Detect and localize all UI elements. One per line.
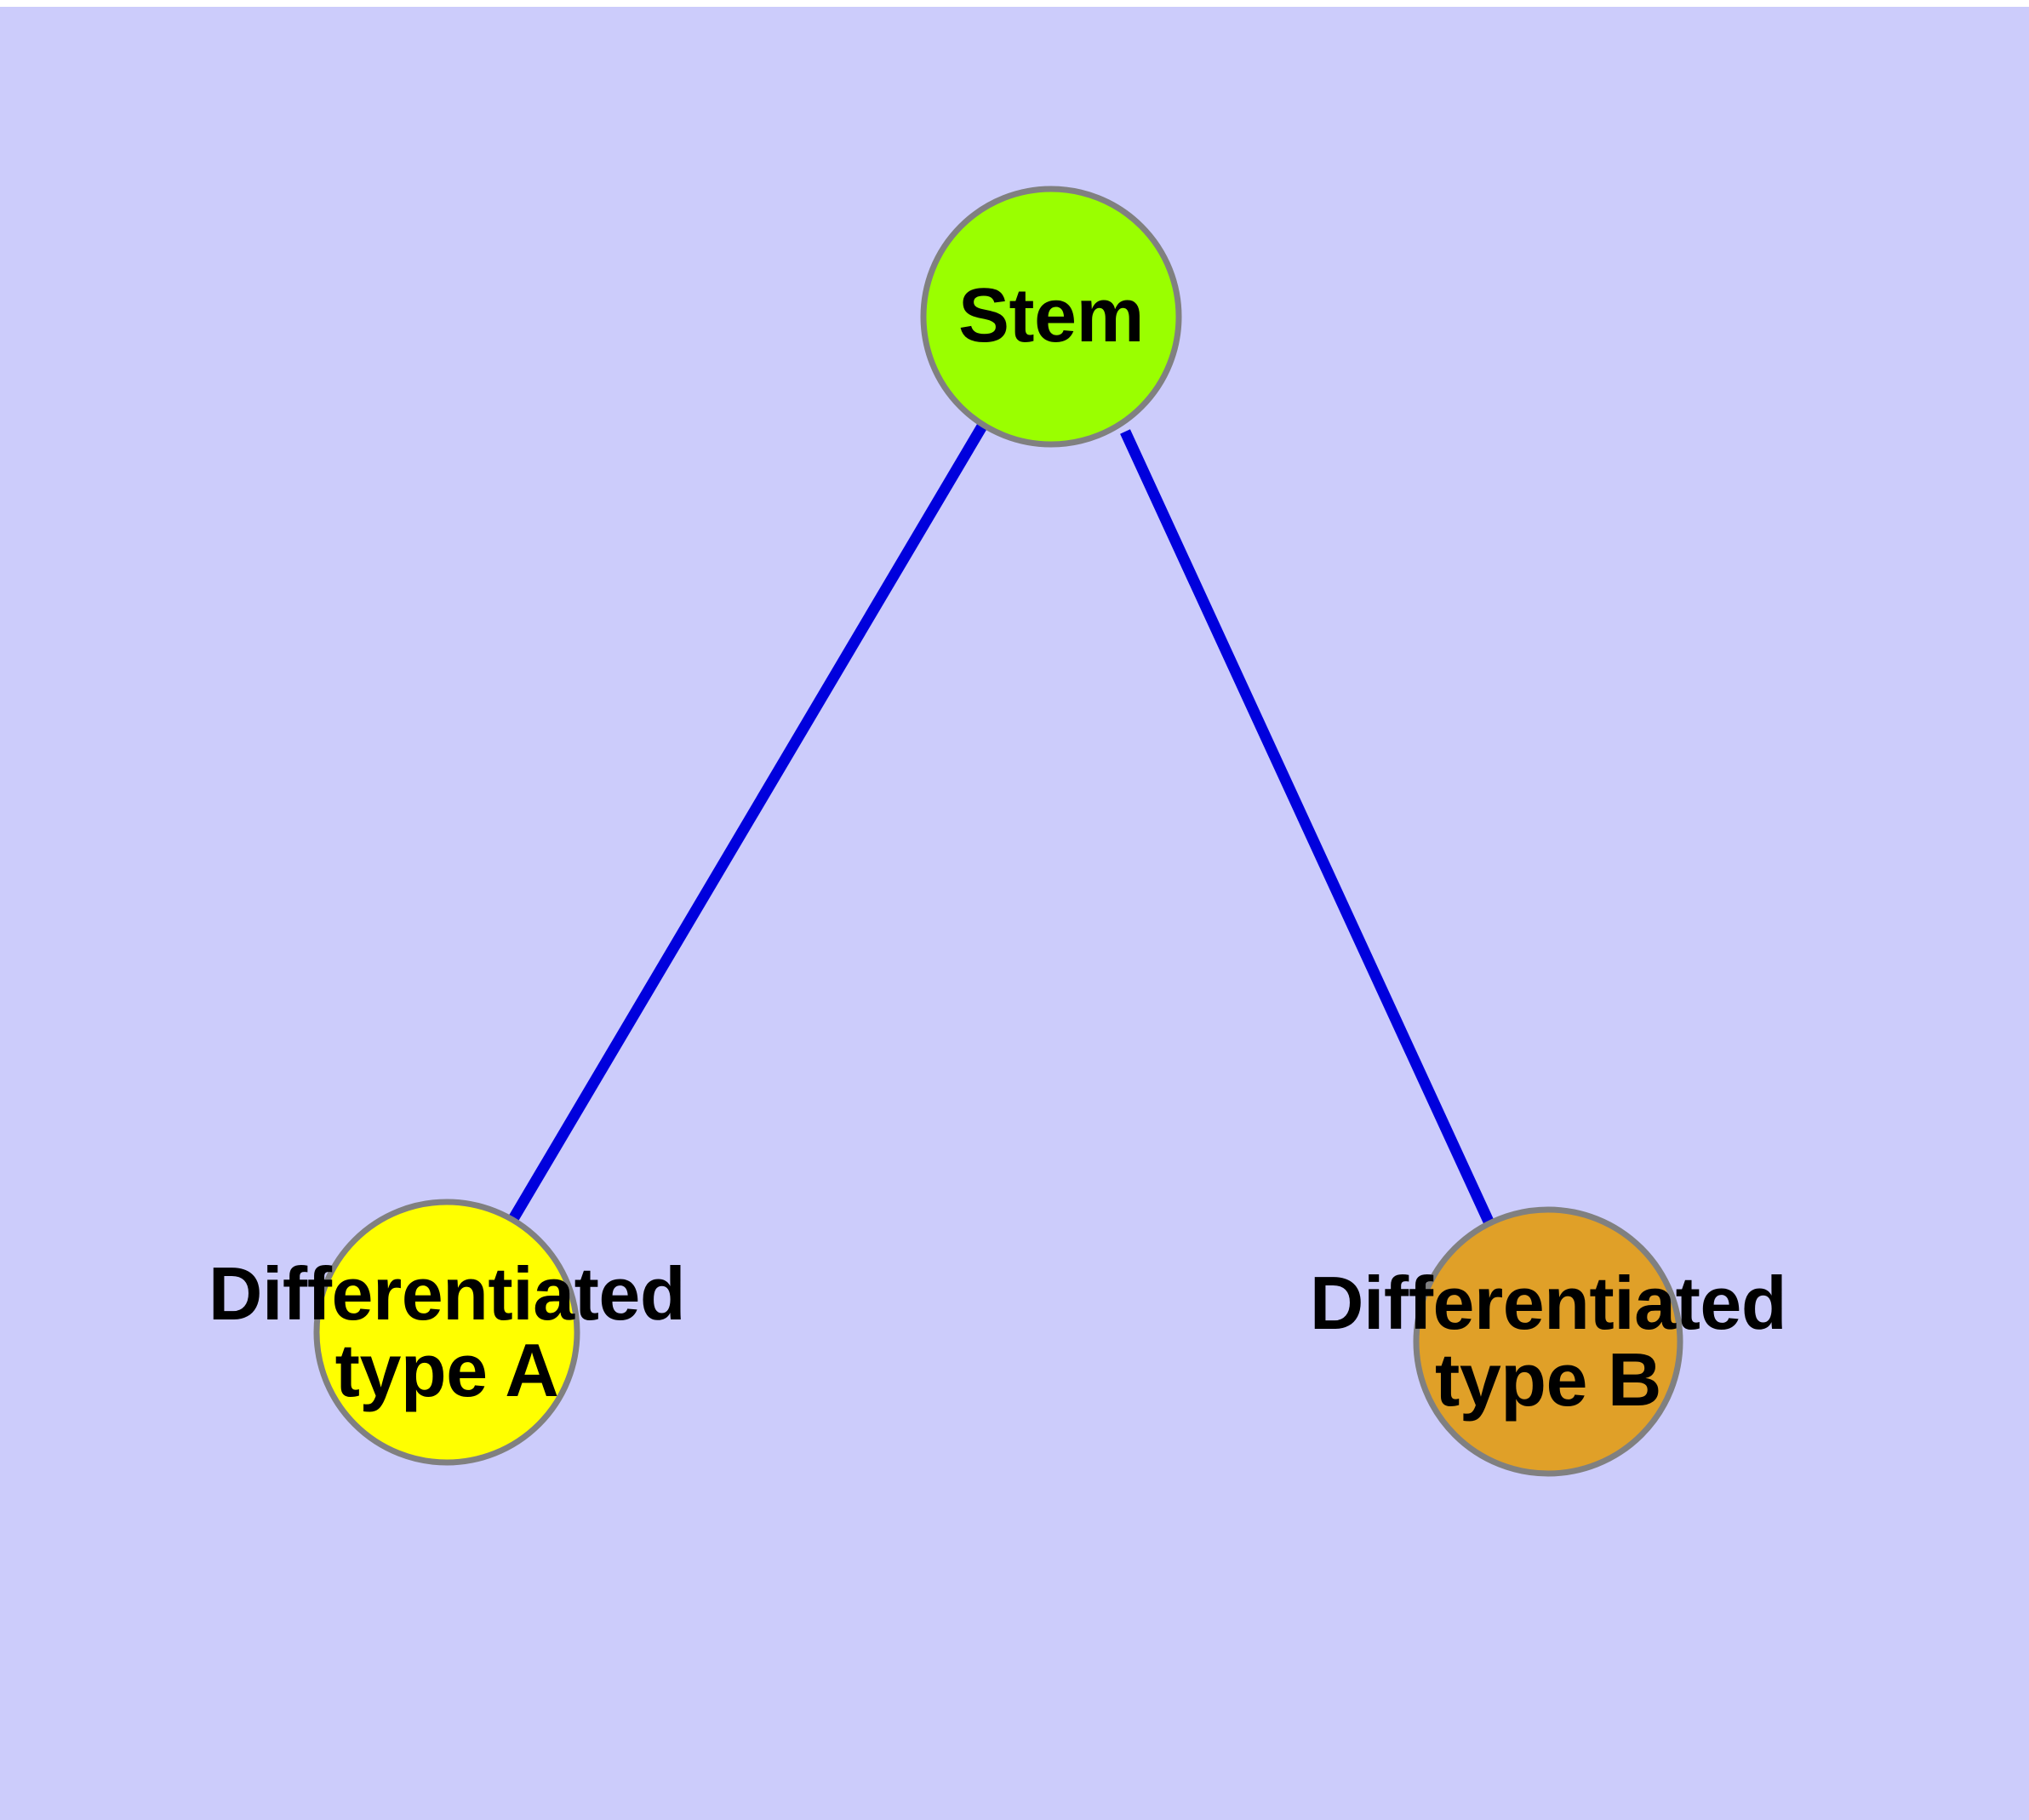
node-differentiated-type-b[interactable] (1413, 1206, 1683, 1477)
edge-stem-to-differentiated-type-b[interactable] (1120, 429, 1495, 1226)
edge-stem-to-differentiated-type-a[interactable] (506, 421, 988, 1227)
node-group (313, 186, 1683, 1477)
node-differentiated-type-a[interactable] (313, 1199, 580, 1466)
edge-group (506, 421, 1495, 1227)
node-stem[interactable] (920, 186, 1182, 448)
